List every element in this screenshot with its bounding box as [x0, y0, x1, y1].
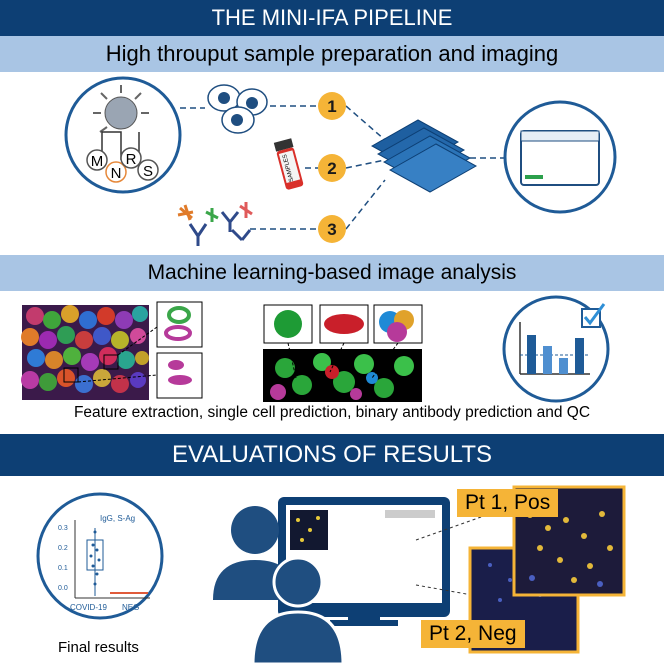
connector-lines — [180, 105, 507, 230]
pt1-label: Pt 1, Pos — [457, 489, 559, 517]
imager-icon — [503, 100, 617, 214]
ytick-2: 0.1 — [58, 565, 68, 572]
step-markers: 1 2 3 — [318, 92, 346, 243]
plate-stack-icon — [370, 119, 478, 193]
antigen-labels: M N R S — [86, 147, 159, 183]
antibodies-icon — [177, 202, 253, 246]
section2-heading: Machine learning-based image analysis — [0, 255, 664, 291]
qc-chart-icon — [502, 295, 610, 403]
final-results-plot-icon: IgG, S-Ag 0.3 0.2 0.1 0.0 COVID-19 NEG — [36, 492, 164, 620]
analysis-caption: Feature extraction, single cell predicti… — [73, 404, 591, 421]
step-1: 1 — [327, 97, 336, 116]
ytick-3: 0.0 — [58, 585, 68, 592]
pred-zoom-lines — [287, 342, 399, 379]
segmentation-mosaic — [21, 305, 149, 400]
step-3: 3 — [327, 220, 336, 239]
section1-heading: High throuput sample preparation and ima… — [0, 36, 664, 72]
cell-crop-1 — [156, 301, 203, 348]
ytick-0: 0.3 — [58, 525, 68, 532]
step-2: 2 — [327, 159, 336, 178]
xlabel-neg: NEG — [122, 603, 139, 612]
antigen-s: S — [143, 163, 153, 180]
class-red — [319, 304, 369, 344]
people-icon — [213, 506, 345, 664]
antigen-m: M — [91, 153, 104, 170]
plot-title: IgG, S-Ag — [100, 514, 135, 523]
class-green — [263, 304, 313, 344]
xlabel-covid: COVID-19 — [70, 603, 107, 612]
zoom-lines — [77, 326, 158, 383]
sample-tube-icon: SAMPLES — [273, 138, 304, 190]
ytick-1: 0.2 — [58, 545, 68, 552]
pipeline-title: THE MINI-IFA PIPELINE — [0, 0, 664, 36]
antigen-r: R — [126, 151, 137, 168]
cells-icon — [207, 84, 268, 134]
section3-heading: EVALUATIONS OF RESULTS — [0, 434, 664, 476]
final-results-label: Final results — [58, 639, 139, 656]
antigen-n: N — [111, 165, 122, 182]
class-mixed — [373, 304, 423, 344]
prediction-image — [263, 349, 422, 402]
cell-crop-2 — [156, 352, 203, 399]
pt2-label: Pt 2, Neg — [421, 620, 525, 648]
